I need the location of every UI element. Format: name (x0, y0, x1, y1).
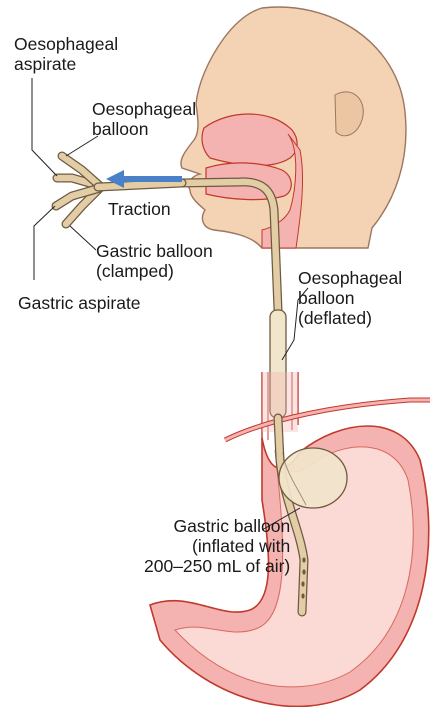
label-traction: Traction (108, 199, 171, 219)
leader-oesophageal-aspirate (32, 78, 57, 176)
label-oesophageal-aspirate: Oesophageal aspirate (14, 34, 118, 74)
label-oesophageal-balloon: Oesophageal balloon (92, 99, 196, 139)
leader-gastric-aspirate (34, 206, 55, 280)
label-gastric-balloon-inflated: Gastric balloon (inflated with 200–250 m… (144, 516, 290, 576)
label-gastric-balloon-clamped: Gastric balloon (clamped) (96, 241, 213, 281)
leader-oesophageal-balloon (66, 136, 98, 156)
label-oesophageal-balloon-deflated: Oesophageal balloon (deflated) (298, 268, 402, 328)
gastric-balloon-inflated-shape (279, 448, 347, 508)
label-gastric-aspirate: Gastric aspirate (18, 293, 141, 313)
head (181, 7, 406, 248)
leader-gastric-balloon-clamped (70, 226, 96, 250)
